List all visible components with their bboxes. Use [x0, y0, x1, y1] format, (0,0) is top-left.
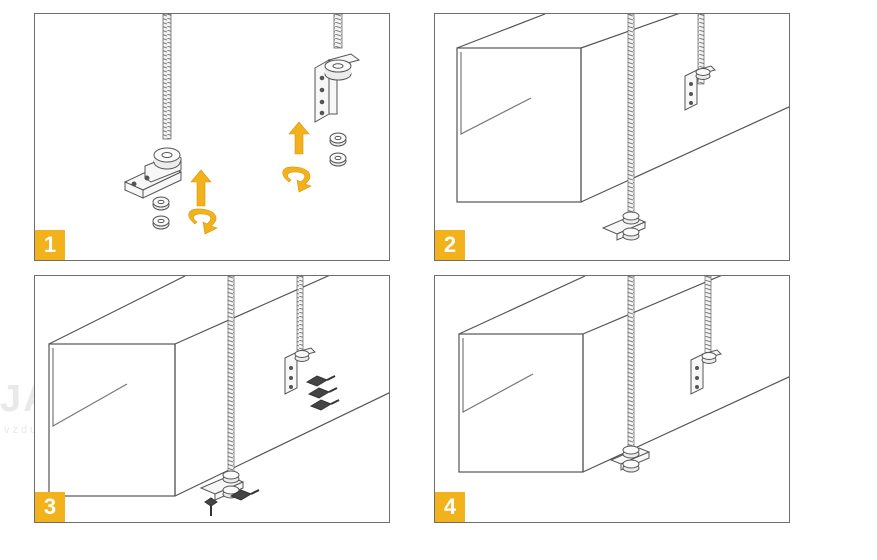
step-3-panel: 3	[34, 275, 390, 523]
step-number-badge: 2	[435, 230, 465, 260]
step-4-panel: 4	[434, 275, 790, 523]
threaded-rod-icon	[333, 14, 343, 49]
threaded-rod-icon	[227, 276, 235, 485]
up-arrow-icon	[288, 121, 310, 155]
step-2-illustration	[456, 14, 789, 241]
step-number-badge: 4	[435, 492, 465, 522]
nut-icon	[152, 215, 170, 230]
nut-icon	[329, 152, 347, 167]
step-1-panel: 1	[34, 13, 390, 261]
nut-icon	[324, 59, 352, 81]
l-bracket-icon	[601, 211, 647, 241]
step-number-badge: 3	[35, 492, 65, 522]
duct-icon	[48, 276, 389, 497]
threaded-rod-icon	[627, 276, 635, 473]
duct-icon	[458, 276, 789, 473]
nut-icon	[153, 147, 181, 170]
screw-icon	[305, 375, 340, 411]
threaded-rod-icon	[704, 276, 712, 357]
nut-icon	[329, 132, 347, 147]
threaded-rod-icon	[296, 276, 304, 353]
threaded-rod-icon	[697, 14, 705, 85]
step-4-illustration	[458, 276, 789, 473]
step-2-panel: 2	[434, 13, 790, 261]
up-arrow-icon	[190, 169, 212, 207]
threaded-rod-icon	[627, 14, 635, 227]
l-bracket-icon	[684, 65, 716, 111]
step-number-badge: 1	[35, 230, 65, 260]
rotate-arrow-icon	[282, 166, 312, 193]
rotate-arrow-icon	[188, 208, 218, 235]
l-bracket-icon	[609, 445, 651, 473]
l-bracket-icon	[690, 349, 722, 395]
threaded-rod-icon	[162, 14, 172, 140]
duct-icon	[456, 14, 789, 203]
screw-icon	[204, 489, 260, 516]
step-3-illustration	[48, 276, 389, 516]
l-bracket-icon	[284, 347, 316, 395]
step-1-illustration	[123, 14, 361, 235]
nut-icon	[152, 196, 170, 211]
